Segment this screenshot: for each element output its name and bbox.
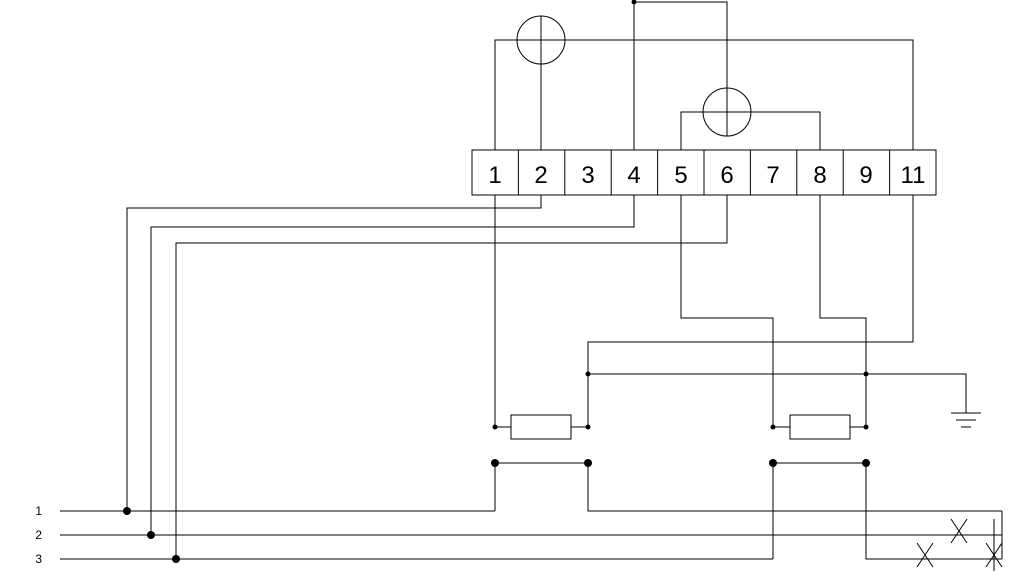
terminal-label-3: 3 [581, 162, 594, 189]
terminal-label-5: 5 [674, 162, 687, 189]
cross-icon [985, 519, 1003, 571]
terminal-label-11: 11 [901, 162, 926, 189]
junction-dot [585, 371, 591, 377]
terminal-label-9: 9 [859, 162, 872, 189]
line-label-1: 1 [35, 504, 42, 518]
terminal-label-2: 2 [534, 162, 547, 189]
line-label-3: 3 [35, 552, 42, 566]
cross-icon [950, 518, 968, 544]
line-label-2: 2 [35, 528, 42, 542]
resistor-icon [789, 414, 851, 440]
resistor-icon [510, 414, 572, 440]
cross-icon [916, 542, 934, 568]
ground-icon [951, 412, 981, 428]
terminal-label-8: 8 [813, 162, 826, 189]
resistor-2 [770, 414, 869, 440]
junction-dot [172, 555, 180, 563]
terminal-label-1: 1 [488, 162, 501, 189]
supply-line-2: 2 [35, 528, 1002, 542]
junction-dot [863, 371, 869, 377]
supply-line-1: 1 [35, 504, 495, 518]
junction-dot [123, 507, 131, 515]
junction-dot [631, 0, 637, 5]
resistor-1 [492, 414, 591, 440]
ct-winding-1 [491, 459, 1002, 512]
terminal-block: 1 2 3 4 5 6 7 8 9 11 [471, 149, 937, 196]
upper-wiring [494, 0, 914, 150]
terminal-label-7: 7 [766, 162, 779, 189]
terminal-label-6: 6 [720, 162, 733, 189]
ct-winding-2 [769, 459, 1002, 560]
supply-line-3: 3 [35, 552, 773, 566]
junction-dot [147, 531, 155, 539]
terminal-label-4: 4 [627, 162, 640, 189]
lower-wiring [126, 195, 967, 559]
